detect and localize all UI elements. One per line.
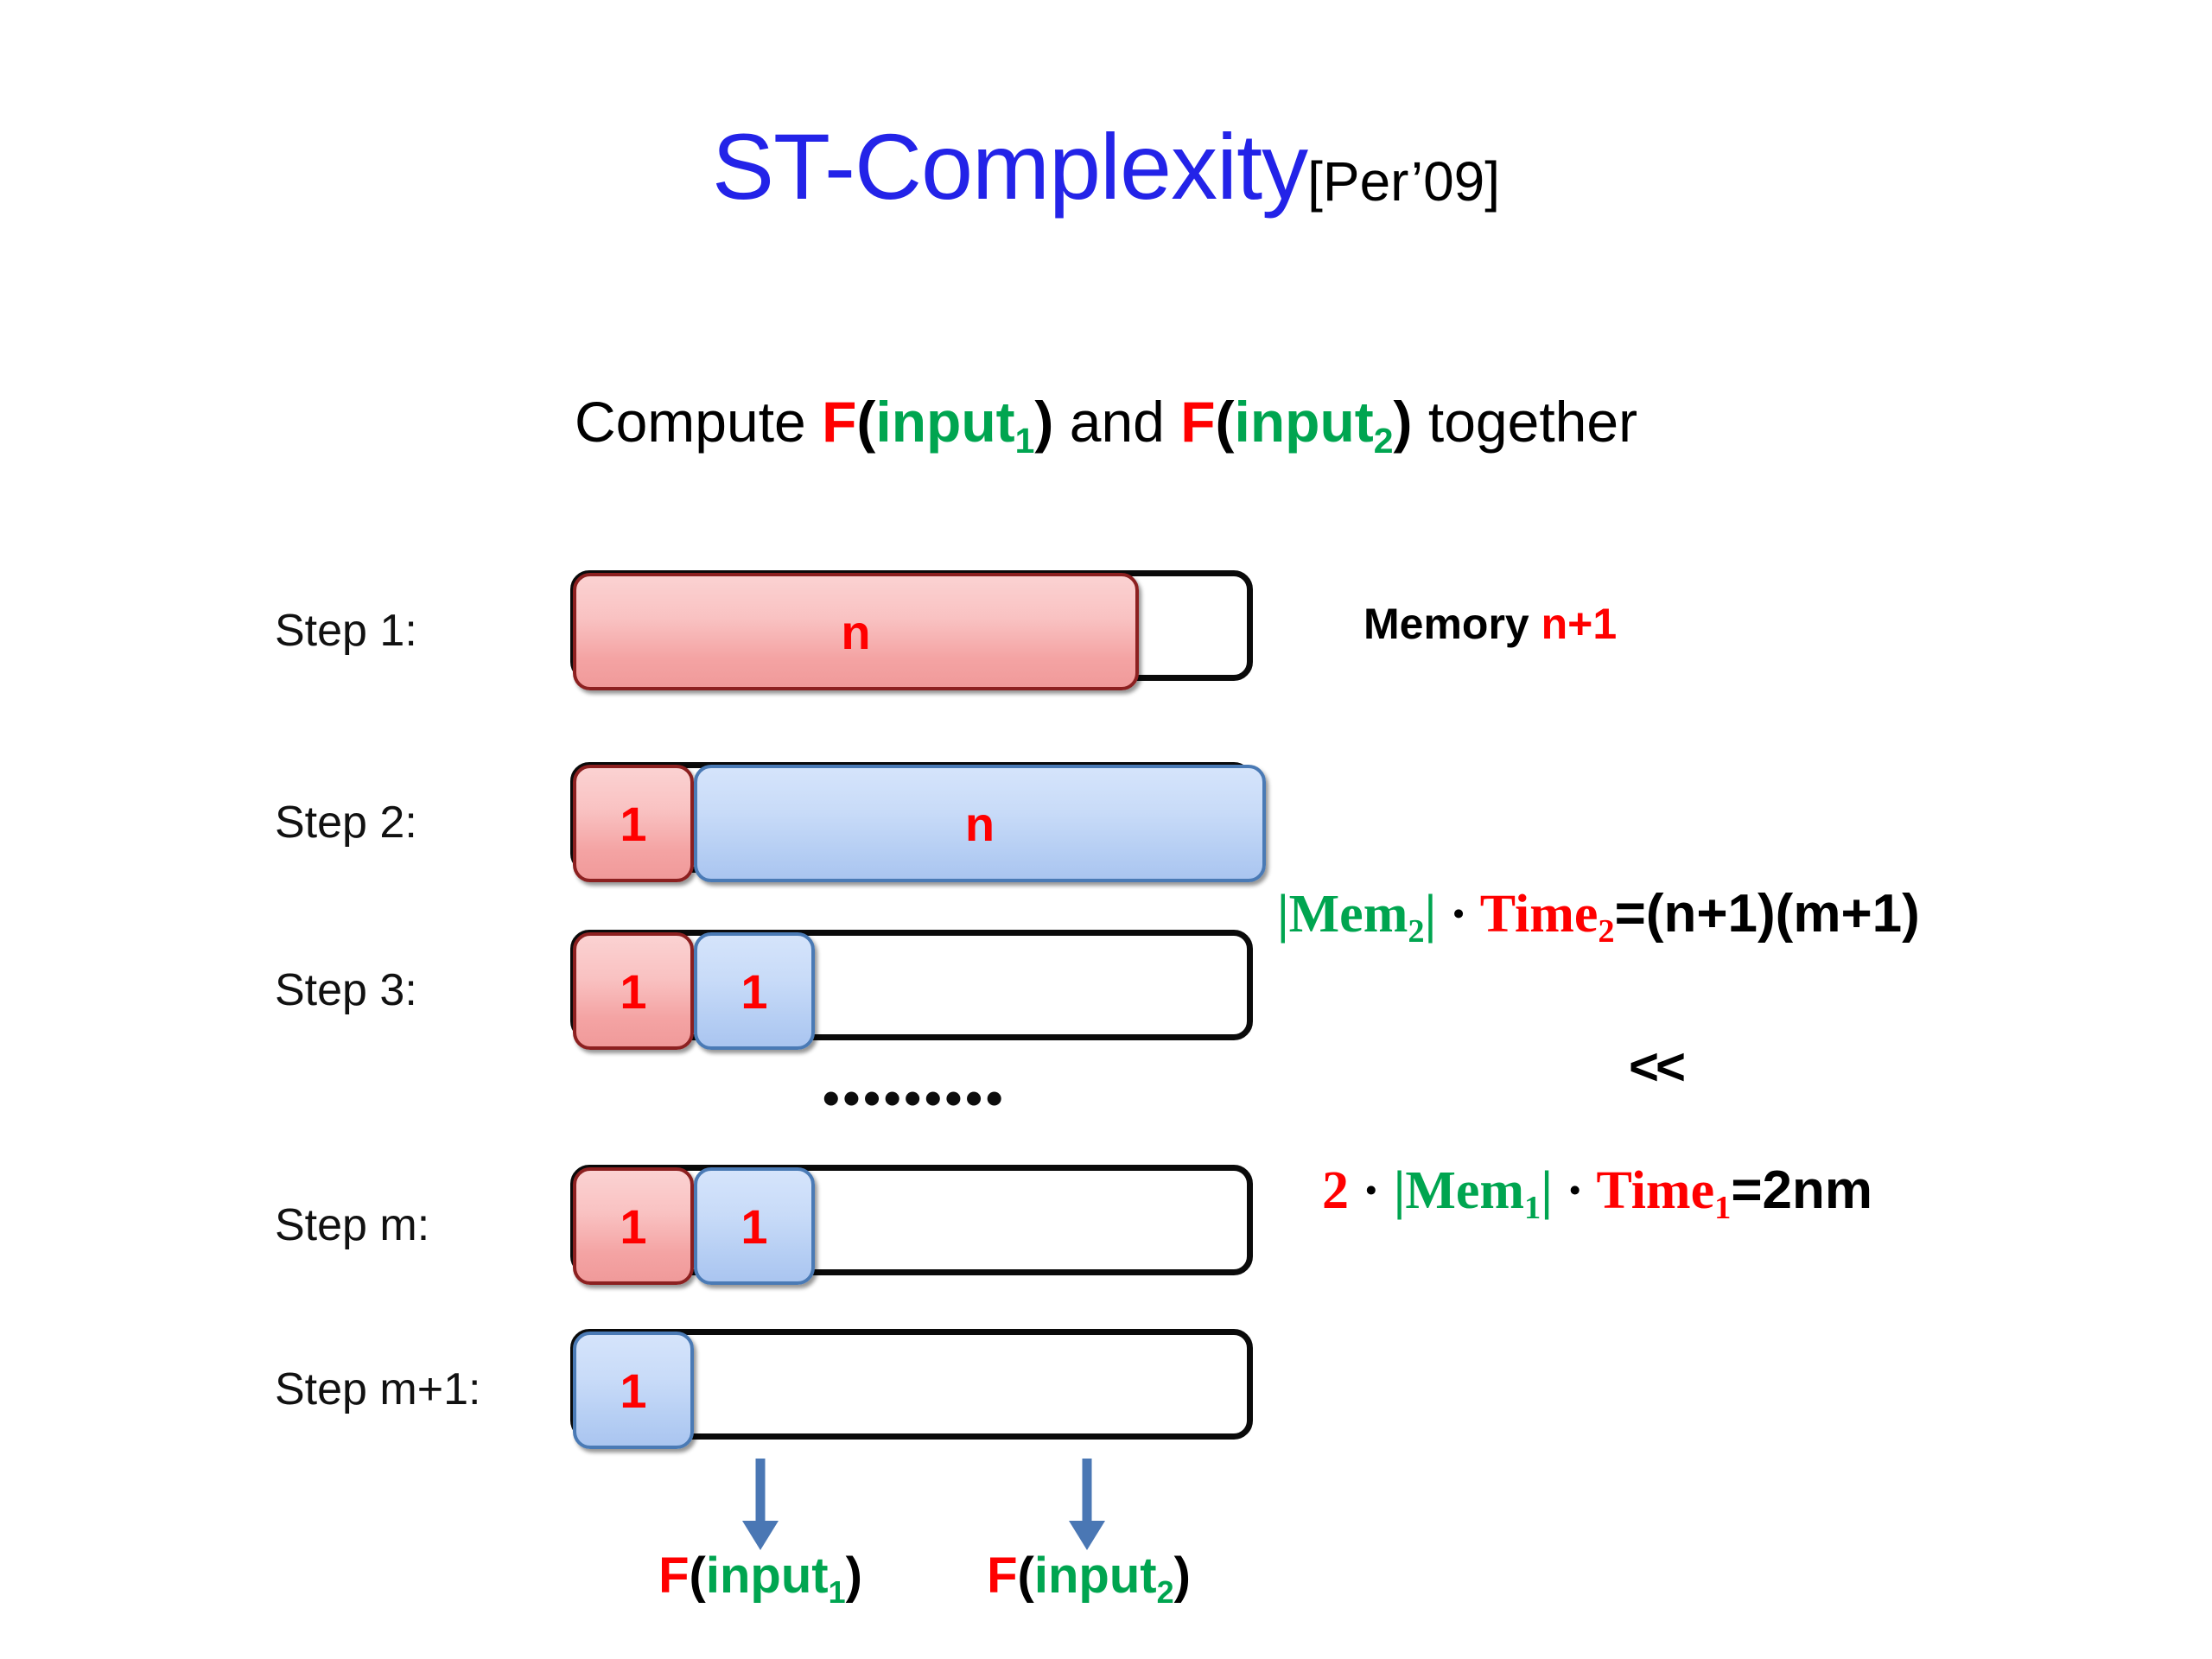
subtitle-f1-subscript: 1: [1014, 421, 1035, 461]
formula-bottom-dot-1: ·: [1349, 1161, 1394, 1220]
formula-bottom-coefficient: 2: [1322, 1161, 1349, 1220]
memory-cell-value: 1: [620, 796, 647, 851]
subtitle-line: Compute F(input1) and F(input2) together: [0, 389, 2212, 461]
memory-cell-value: 1: [741, 963, 768, 1019]
step-label-3: Step 3:: [275, 965, 417, 1015]
memory-cell-value: n: [964, 796, 995, 851]
output1-f-symbol: F: [658, 1548, 690, 1604]
formula-bottom-result: =2nm: [1731, 1160, 1873, 1220]
output1-close-paren: ): [845, 1548, 862, 1604]
memory-track-step-m-plus-1: 1: [570, 1329, 1253, 1449]
memory-cell-step3-blue: 1: [694, 932, 815, 1050]
output2-subscript: 2: [1156, 1573, 1174, 1610]
output-arrow-2-icon: [1069, 1459, 1105, 1550]
output2-open-paren: (: [1017, 1548, 1034, 1604]
steps-ellipsis: •••••••••: [823, 1071, 1007, 1125]
step-label-2: Step 2:: [275, 798, 417, 848]
memory-cell-stepmp1-blue: 1: [573, 1332, 694, 1449]
formula-top-dot: ·: [1436, 885, 1480, 944]
subtitle-f1-arg: input: [875, 390, 1015, 454]
memory-cell-value: 1: [741, 1198, 768, 1254]
title-citation: [Per’09]: [1307, 150, 1501, 213]
memory-annotation-label: Memory: [1363, 600, 1541, 648]
subtitle-tail: together: [1412, 390, 1638, 454]
title-main-text: ST-Complexity: [711, 114, 1308, 219]
output1-open-paren: (: [689, 1548, 706, 1604]
formula-top-mem: |Mem: [1277, 885, 1408, 944]
formula-top-mem-subscript: 2: [1408, 913, 1425, 950]
output2-arg: input: [1033, 1548, 1157, 1604]
output-label-1: F(input1): [553, 1547, 968, 1610]
formula-top-time: Time: [1479, 885, 1599, 944]
subtitle-lead: Compute: [574, 390, 823, 454]
subtitle-f1-symbol: F: [822, 390, 857, 454]
formula-bottom: 2 · |Mem1| · Time1=2nm: [1322, 1160, 1873, 1226]
page-title: ST-Complexity[Per’09]: [0, 112, 2212, 220]
memory-cell-step2-pink: 1: [573, 765, 694, 882]
step-label-1: Step 1:: [275, 606, 417, 656]
memory-annotation-value: n+1: [1541, 600, 1618, 648]
output2-f-symbol: F: [987, 1548, 1018, 1604]
subtitle-f2-subscript: 2: [1373, 421, 1394, 461]
memory-annotation: Memory n+1: [1363, 599, 1617, 649]
memory-cell-value: 1: [620, 963, 647, 1019]
memory-cell-value: 1: [620, 1363, 647, 1418]
formula-top-mem-close: |: [1424, 885, 1437, 944]
step-label-m-plus-1: Step m+1:: [275, 1364, 481, 1414]
subtitle-f2-open-paren: (: [1215, 390, 1235, 454]
output2-close-paren: ): [1173, 1548, 1191, 1604]
subtitle-f2-arg: input: [1234, 390, 1374, 454]
memory-cell-value: 1: [620, 1198, 647, 1254]
output1-subscript: 1: [828, 1573, 846, 1610]
subtitle-f2-symbol: F: [1180, 390, 1216, 454]
memory-cell-step1-pink: n: [573, 573, 1139, 690]
formula-bottom-mem: |Mem: [1393, 1161, 1525, 1220]
formula-top-result: =(n+1)(m+1): [1614, 884, 1920, 944]
memory-cell-stepm-blue: 1: [694, 1167, 815, 1285]
comparator-less-than: <<: [1629, 1038, 1686, 1096]
subtitle-conjunction: and: [1053, 390, 1181, 454]
subtitle-f1-close-paren: ): [1034, 390, 1054, 454]
formula-bottom-time: Time: [1596, 1161, 1715, 1220]
output-arrow-1-icon: [742, 1459, 779, 1550]
memory-track-step-3: 1 1: [570, 930, 1253, 1050]
memory-track-step-2: 1 n: [570, 762, 1266, 882]
memory-cell-value: n: [841, 604, 871, 659]
formula-top: |Mem2| · Time2=(n+1)(m+1): [1277, 883, 1920, 950]
memory-track-step-m: 1 1: [570, 1165, 1253, 1285]
memory-cell-step3-pink: 1: [573, 932, 694, 1050]
memory-cell-step2-blue: n: [694, 765, 1266, 882]
subtitle-f1-open-paren: (: [856, 390, 876, 454]
subtitle-f2-close-paren: ): [1393, 390, 1413, 454]
formula-bottom-time-subscript: 1: [1714, 1190, 1732, 1227]
memory-cell-stepm-pink: 1: [573, 1167, 694, 1285]
step-label-m: Step m:: [275, 1200, 430, 1250]
output-label-2: F(input2): [881, 1547, 1296, 1610]
formula-bottom-dot-2: ·: [1552, 1161, 1597, 1220]
formula-top-time-subscript: 2: [1598, 913, 1615, 950]
formula-bottom-mem-subscript: 1: [1524, 1190, 1541, 1227]
memory-track-step-1: n: [570, 570, 1253, 690]
output1-arg: input: [705, 1548, 829, 1604]
formula-bottom-mem-close: |: [1541, 1161, 1553, 1220]
